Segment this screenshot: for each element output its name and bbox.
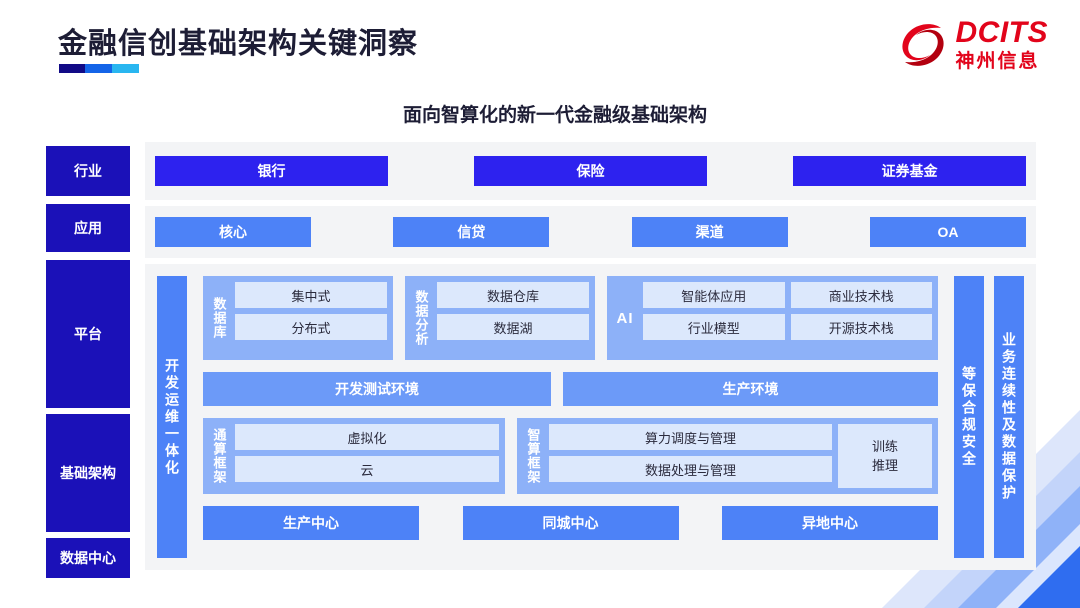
sidebar-item-application[interactable]: 应用 xyxy=(46,204,130,252)
group-intelligent-compute-framework: 智算框架 算力调度与管理 数据处理与管理 训练 推理 xyxy=(517,418,938,494)
industry-chip-securities[interactable]: 证券基金 xyxy=(793,156,1026,186)
tile-data-processing[interactable]: 数据处理与管理 xyxy=(549,456,832,482)
env-dev-test[interactable]: 开发测试环境 xyxy=(203,372,551,406)
sidebar-item-infrastructure[interactable]: 基础架构 xyxy=(46,414,130,532)
train-label: 训练 xyxy=(871,438,898,454)
platform-body: 数据库 集中式 分布式 数据分析 数据仓库 数据湖 xyxy=(203,276,938,558)
tile-commercial-stack[interactable]: 商业技术栈 xyxy=(790,282,932,308)
group-label-general-compute: 通算框架 xyxy=(211,428,227,484)
tile-centralized[interactable]: 集中式 xyxy=(235,282,387,308)
logo-text-cn: 神州信息 xyxy=(955,51,1040,72)
swirl-logo-icon xyxy=(897,19,949,71)
tile-opensource-stack[interactable]: 开源技术栈 xyxy=(790,314,932,340)
application-band: 核心 信贷 渠道 OA xyxy=(145,206,1036,258)
page-title: 金融信创基础架构关键洞察 xyxy=(58,28,419,60)
compliance-security-vertical-bar[interactable]: 等保合规安全 xyxy=(954,276,984,558)
application-chip-credit[interactable]: 信贷 xyxy=(393,217,550,247)
sidebar-item-industry[interactable]: 行业 xyxy=(46,146,130,196)
industry-chip-bank[interactable]: 银行 xyxy=(155,156,388,186)
layer-rows: 银行 保险 证券基金 核心 信贷 渠道 OA xyxy=(145,142,1036,570)
tile-cloud[interactable]: 云 xyxy=(235,456,499,482)
industry-chip-insurance[interactable]: 保险 xyxy=(474,156,707,186)
platform-row-components: 数据库 集中式 分布式 数据分析 数据仓库 数据湖 xyxy=(203,276,938,360)
datacenter-chip-remote[interactable]: 异地中心 xyxy=(722,506,938,540)
tile-data-lake[interactable]: 数据湖 xyxy=(437,314,589,340)
env-production[interactable]: 生产环境 xyxy=(563,372,938,406)
tile-agent-application[interactable]: 智能体应用 xyxy=(643,282,785,308)
business-continuity-vertical-bar[interactable]: 业务连续性及数据保护 xyxy=(994,276,1024,558)
tile-compute-scheduling[interactable]: 算力调度与管理 xyxy=(549,424,832,450)
group-database: 数据库 集中式 分布式 xyxy=(203,276,393,360)
page-subtitle: 面向智算化的新一代金融级基础架构 xyxy=(402,105,707,126)
sidebar-item-datacenter[interactable]: 数据中心 xyxy=(46,538,130,578)
group-label-ai: AI xyxy=(616,309,634,327)
tile-industry-model[interactable]: 行业模型 xyxy=(643,314,785,340)
devops-vertical-bar[interactable]: 开发运维一体化 xyxy=(157,276,187,558)
group-ai: AI 智能体应用 行业模型 商业技术栈 开源技术栈 xyxy=(607,276,938,360)
group-data-analytics: 数据分析 数据仓库 数据湖 xyxy=(405,276,595,360)
logo-text-en: DCITS xyxy=(955,16,1048,49)
sidebar-item-platform[interactable]: 平台 xyxy=(46,260,130,408)
tile-virtualization[interactable]: 虚拟化 xyxy=(235,424,499,450)
application-chip-channel[interactable]: 渠道 xyxy=(631,217,788,247)
application-chip-core[interactable]: 核心 xyxy=(155,217,311,247)
industry-band: 银行 保险 证券基金 xyxy=(145,142,1036,200)
platform-panel: 开发运维一体化 等保合规安全 业务连续性及数据保护 数据库 集中式 分布式 xyxy=(145,264,1036,570)
platform-row-frameworks: 通算框架 虚拟化 云 智算框架 算力调度与管理 数据处理与管理 xyxy=(203,418,938,494)
tile-distributed[interactable]: 分布式 xyxy=(235,314,387,340)
platform-row-environments: 开发测试环境 生产环境 xyxy=(203,372,938,406)
application-chip-oa[interactable]: OA xyxy=(869,217,1026,247)
datacenter-chip-production[interactable]: 生产中心 xyxy=(203,506,419,540)
tile-data-warehouse[interactable]: 数据仓库 xyxy=(437,282,589,308)
platform-row-datacenters: 生产中心 同城中心 异地中心 xyxy=(203,506,938,540)
group-label-intelligent-compute: 智算框架 xyxy=(525,428,541,484)
group-general-compute-framework: 通算框架 虚拟化 云 xyxy=(203,418,505,494)
group-label-data-analytics: 数据分析 xyxy=(413,290,429,346)
layer-sidebar: 行业 应用 平台 基础架构 数据中心 xyxy=(46,142,130,578)
infer-label: 推理 xyxy=(871,458,898,473)
title-underline-rule xyxy=(59,64,139,73)
datacenter-chip-metro[interactable]: 同城中心 xyxy=(462,506,679,540)
architecture-diagram: 行业 应用 平台 基础架构 数据中心 银行 保险 证券基金 核心 xyxy=(46,142,1036,578)
tile-train-infer[interactable]: 训练 推理 xyxy=(838,424,932,488)
brand-logo: DCITS 神州信息 xyxy=(897,18,1049,71)
group-label-database: 数据库 xyxy=(211,297,227,339)
